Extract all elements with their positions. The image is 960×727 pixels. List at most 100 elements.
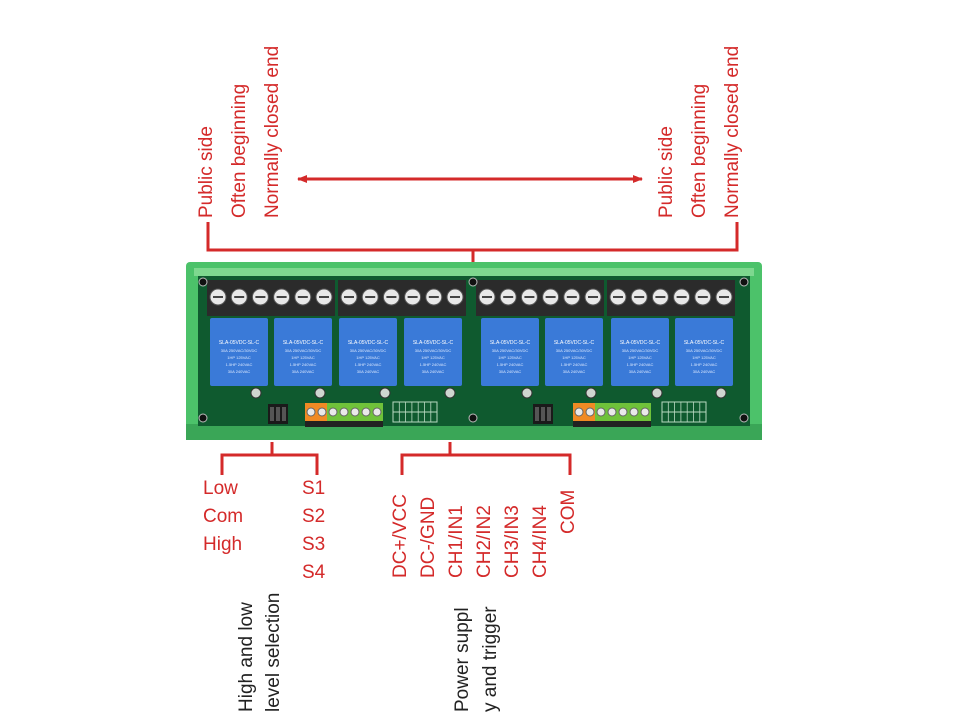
relay-rating-label: 30A 240VAC — [292, 369, 315, 374]
indicator-led — [444, 387, 456, 399]
relay — [274, 318, 332, 386]
indicator-led — [585, 387, 597, 399]
relay-rating-label: 1HP 125VAC — [291, 355, 315, 360]
relay-rating-label: 1.5HP 240VAC — [355, 362, 382, 367]
relay-rating-label: 1HP 125VAC — [421, 355, 445, 360]
indicator-led — [521, 387, 533, 399]
terminal-block — [207, 280, 335, 316]
relay-rating-label: 1HP 125VAC — [692, 355, 716, 360]
input-screw — [629, 407, 639, 417]
relay — [675, 318, 733, 386]
indicator-led — [250, 387, 262, 399]
mounting-hole — [739, 413, 749, 423]
jumper-label-s3: S3 — [302, 534, 326, 555]
relay-rating-label: 30A 250VAC/30VDC — [285, 348, 322, 353]
mounting-hole — [739, 277, 749, 287]
relay-rating-label: 1.5HP 240VAC — [497, 362, 524, 367]
input-screw — [607, 407, 617, 417]
top-left-label-normally-closed-end: Normally closed end — [262, 45, 283, 218]
indicator-led — [379, 387, 391, 399]
input-caption-line-1: Power suppl — [452, 607, 473, 712]
input-pin-ch3: CH3/IN3 — [502, 505, 523, 578]
relay-rating-label: 1.5HP 240VAC — [420, 362, 447, 367]
jumper-caption-line-1: High and low — [236, 602, 257, 712]
input-screw — [372, 407, 382, 417]
relay-model-label: SLA-05VDC-SL-C — [684, 340, 725, 346]
input-pin-dc-gnd: DC-/GND — [418, 496, 439, 578]
input-screw — [574, 407, 584, 417]
input-pin-com: COM — [558, 489, 579, 534]
relay-model-label: SLA-05VDC-SL-C — [283, 340, 324, 346]
relay-model-label: SLA-05VDC-SL-C — [620, 340, 661, 346]
power-terminal — [305, 403, 327, 421]
relay-rating-label: 1HP 125VAC — [562, 355, 586, 360]
relay-model-label: SLA-05VDC-SL-C — [413, 340, 454, 346]
top-left-label-public-side: Public side — [196, 126, 217, 218]
mounting-hole — [468, 277, 478, 287]
input-screw — [339, 407, 349, 417]
relay-rating-label: 1HP 125VAC — [498, 355, 522, 360]
input-pin-dc-vcc: DC+/VCC — [390, 494, 411, 578]
relay — [611, 318, 669, 386]
top-left-label-often-beginning: Often beginning — [229, 83, 250, 218]
relay-rating-label: 30A 250VAC/30VDC — [415, 348, 452, 353]
top-right-label-public-side: Public side — [656, 126, 677, 218]
indicator-led — [715, 387, 727, 399]
mounting-hole — [198, 413, 208, 423]
relay-model-label: SLA-05VDC-SL-C — [554, 340, 595, 346]
input-screw — [350, 407, 360, 417]
terminal-block — [338, 280, 466, 316]
input-screw — [317, 407, 327, 417]
relay-rating-label: 1.5HP 240VAC — [226, 362, 253, 367]
relay-rating-label: 1HP 125VAC — [628, 355, 652, 360]
relay-rating-label: 30A 240VAC — [357, 369, 380, 374]
relay — [210, 318, 268, 386]
mounting-hole — [468, 413, 478, 423]
jumper-label-s2: S2 — [302, 506, 326, 527]
input-screw — [618, 407, 628, 417]
input-screw — [306, 407, 316, 417]
jumper-bracket — [220, 453, 319, 475]
relay-rating-label: 1.5HP 240VAC — [691, 362, 718, 367]
jumper-label-s1: S1 — [302, 478, 326, 499]
input-screw — [361, 407, 371, 417]
indicator-led — [651, 387, 663, 399]
relay-model-label: SLA-05VDC-SL-C — [219, 340, 260, 346]
relay-rating-label: 30A 240VAC — [693, 369, 716, 374]
power-terminal — [573, 403, 595, 421]
input-screw — [585, 407, 595, 417]
top-right-label-normally-closed-end: Normally closed end — [722, 45, 743, 218]
relay-rating-label: 1.5HP 240VAC — [561, 362, 588, 367]
top-right-label-often-beginning: Often beginning — [689, 83, 710, 218]
relay-rating-label: 1HP 125VAC — [227, 355, 251, 360]
relay-rating-label: 30A 240VAC — [563, 369, 586, 374]
relay-rating-label: 30A 240VAC — [228, 369, 251, 374]
jumper-caption-line-2: level selection — [263, 592, 284, 712]
input-screw — [640, 407, 650, 417]
relay-rating-label: 1.5HP 240VAC — [627, 362, 654, 367]
input-caption-line-2: y and trigger — [480, 606, 501, 712]
indicator-led — [314, 387, 326, 399]
terminal-block — [607, 280, 735, 316]
jumper-label-com: Com — [203, 506, 244, 527]
relay — [339, 318, 397, 386]
input-screw — [328, 407, 338, 417]
relay-rating-label: 1HP 125VAC — [356, 355, 380, 360]
terminal-block — [476, 280, 604, 316]
relay — [481, 318, 539, 386]
input-pin-ch1: CH1/IN1 — [446, 505, 467, 578]
jumper-label-low: Low — [203, 478, 238, 499]
relay-model-label: SLA-05VDC-SL-C — [490, 340, 531, 346]
relay-rating-label: 30A 240VAC — [629, 369, 652, 374]
relay-rating-label: 30A 250VAC/30VDC — [556, 348, 593, 353]
input-screw — [596, 407, 606, 417]
jumper-label-high: High — [203, 534, 243, 555]
input-pin-ch4: CH4/IN4 — [530, 505, 551, 578]
relay-rating-label: 30A 250VAC/30VDC — [221, 348, 258, 353]
relay-rating-label: 30A 250VAC/30VDC — [492, 348, 529, 353]
relay-rating-label: 30A 240VAC — [499, 369, 522, 374]
jumper-label-s4: S4 — [302, 562, 326, 583]
relay-model-label: SLA-05VDC-SL-C — [348, 340, 389, 346]
